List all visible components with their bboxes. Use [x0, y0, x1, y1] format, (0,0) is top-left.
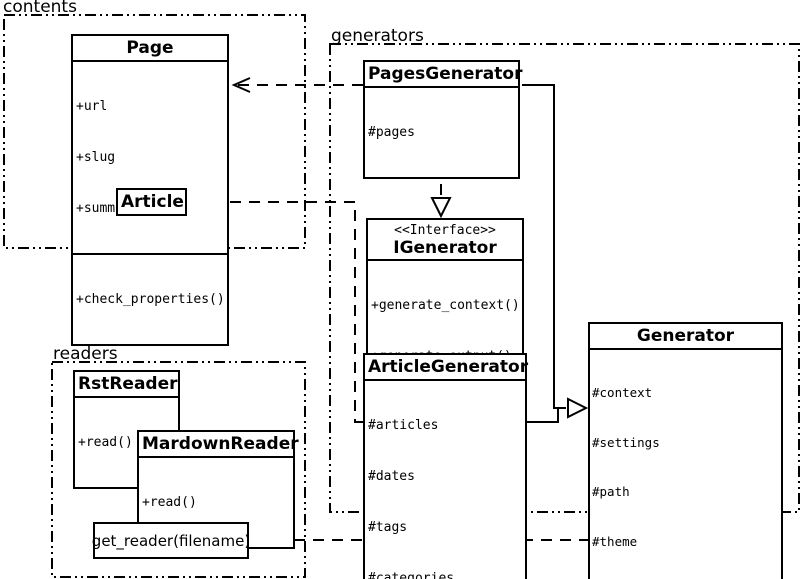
- package-contents-label: contents: [3, 0, 77, 17]
- class-mardownreader-name: MardownReader: [142, 434, 299, 454]
- class-rstreader-methods: +read(): [75, 396, 178, 487]
- attribute: #context: [592, 385, 653, 400]
- class-pagesgenerator-attributes: #pages: [365, 86, 518, 177]
- attribute: +url: [76, 99, 108, 114]
- attribute: #settings: [592, 434, 660, 450]
- class-igenerator-name: IGenerator: [393, 238, 497, 258]
- class-page-attributes: +url +slug +summary: [73, 60, 227, 253]
- class-mardownreader-methods: +read(): [139, 456, 293, 547]
- class-rstreader-name: RstReader: [78, 374, 178, 394]
- class-igenerator-stereotype: <<Interface>>: [394, 223, 496, 238]
- class-articlegenerator: ArticleGenerator #articles #dates #tags …: [363, 353, 529, 579]
- arrow-pagesgenerator-to-page: [231, 77, 363, 93]
- class-pagesgenerator: PagesGenerator #pages: [363, 60, 523, 179]
- attribute: #theme: [592, 533, 638, 549]
- class-article-name: Article: [121, 192, 184, 212]
- class-articlegenerator-attributes: #articles #dates #tags #categories: [365, 379, 525, 579]
- package-generators-label: generators: [331, 26, 424, 46]
- arrow-generators-to-generator: [522, 84, 589, 423]
- package-readers-border: [51, 361, 306, 578]
- function-get-reader: get_reader(filename): [91, 522, 251, 559]
- attribute: +slug: [76, 150, 116, 165]
- class-article: Article: [116, 188, 187, 216]
- package-readers-label: readers: [53, 344, 118, 364]
- class-generator-name: Generator: [636, 326, 735, 346]
- class-articlegenerator-name: ArticleGenerator: [368, 357, 529, 377]
- attribute: #pages: [368, 125, 415, 140]
- function-get-reader-label: get_reader(filename): [91, 531, 251, 550]
- attribute: #dates: [368, 469, 415, 484]
- class-generator-attributes: #context #settings #path #theme #output_…: [590, 348, 781, 579]
- attribute: #tags: [368, 520, 408, 535]
- class-generator: Generator #context #settings #path #them…: [588, 322, 783, 579]
- attribute: #path: [592, 484, 630, 499]
- class-page-methods: +check_properties(): [73, 253, 227, 344]
- class-pagesgenerator-name: PagesGenerator: [368, 64, 523, 84]
- method: +check_properties(): [76, 292, 225, 307]
- attribute: #categories: [368, 571, 455, 579]
- class-page-name: Page: [126, 38, 174, 58]
- method: +read(): [142, 495, 197, 510]
- method: +read(): [78, 435, 133, 450]
- package-generators-border: [329, 43, 800, 513]
- method: +generate_context(): [371, 298, 520, 313]
- attribute: #articles: [368, 418, 439, 433]
